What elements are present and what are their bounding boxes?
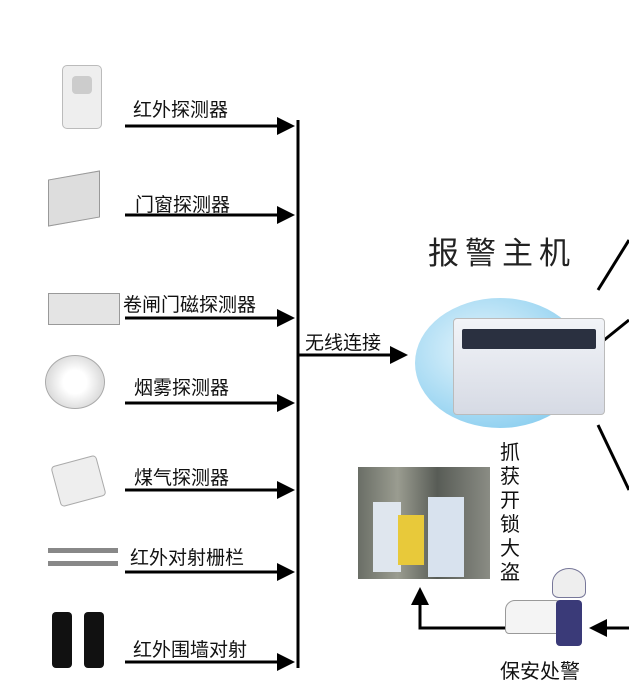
ir-beam-icon (52, 612, 104, 668)
detector-label-ir-fence: 红外对射栅栏 (130, 547, 245, 569)
detector-label-door: 门窗探测器 (135, 194, 231, 216)
security-response-label: 保安处警 (500, 659, 580, 683)
wireless-link-label: 无线连接 (305, 332, 382, 354)
detector-label-gas: 煤气探测器 (134, 467, 230, 489)
pir-sensor-icon (62, 65, 102, 129)
door-sensor-icon (48, 170, 100, 227)
smoke-detector-icon (45, 355, 105, 409)
capture-label: 抓获开锁大盗 (500, 440, 520, 584)
detector-label-pir: 红外探测器 (133, 99, 229, 121)
detector-label-shutter: 卷闸门磁探测器 (123, 294, 257, 316)
ir-fence-icon (48, 548, 118, 568)
shutter-sensor-icon (48, 293, 120, 325)
alarm-host-device (415, 298, 605, 428)
police-officer-icon (552, 568, 586, 648)
detector-label-ir-wall: 红外围墙对射 (133, 639, 248, 661)
detector-label-smoke: 烟雾探测器 (134, 377, 230, 399)
host-title: 报警主机 (428, 236, 576, 272)
arrest-photo (358, 467, 490, 579)
